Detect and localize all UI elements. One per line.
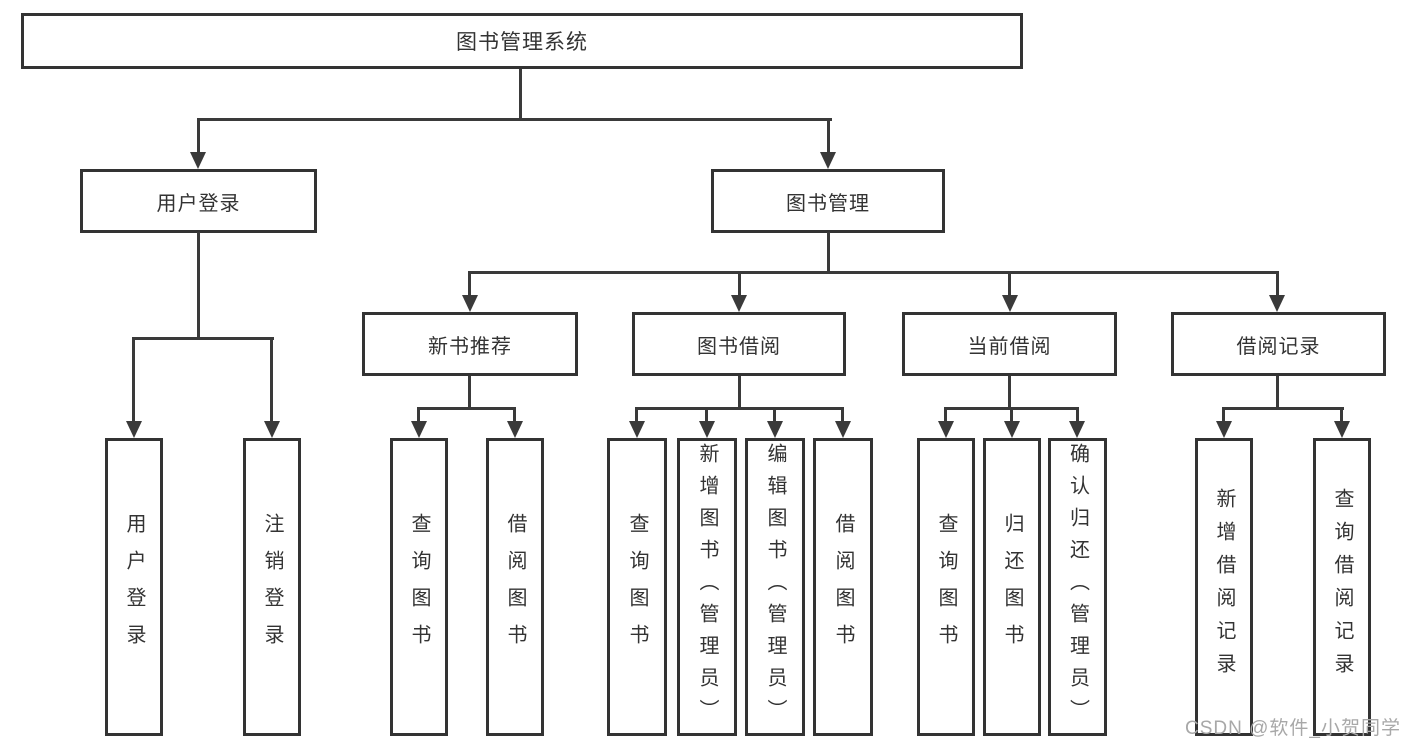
- connector-drop-leaf: [1010, 407, 1013, 423]
- arrow-down-icon: [1269, 295, 1285, 312]
- leaf-logout-login: 注销登录: [243, 438, 301, 736]
- arrow-down-icon: [629, 421, 645, 438]
- connector-stem: [468, 376, 471, 407]
- leaf-borrow-books-borrow: 借阅图书: [813, 438, 873, 736]
- node-borrowing-records: 借阅记录: [1171, 312, 1386, 376]
- arrow-down-icon: [1216, 421, 1232, 438]
- connector-drop-leaf: [841, 407, 844, 423]
- connector-branch: [635, 407, 844, 410]
- node-root: 图书管理系统: [21, 13, 1023, 69]
- connector-drop-level2: [1276, 271, 1279, 297]
- leaf-add-borrow-record: 新增借阅记录: [1195, 438, 1253, 736]
- watermark-text: CSDN @软件_小贺同学: [1185, 718, 1401, 739]
- arrow-down-icon: [190, 152, 206, 169]
- connector-drop-leaf: [1076, 407, 1079, 423]
- connector-drop-leaf: [773, 407, 776, 423]
- arrow-down-icon: [264, 421, 280, 438]
- connector-drop-leaf: [635, 407, 638, 423]
- connector-branch: [1222, 407, 1344, 410]
- leaf-return-books: 归还图书: [983, 438, 1041, 736]
- leaf-label: 查询图书: [408, 513, 430, 661]
- connector-drop-leaf: [1222, 407, 1225, 423]
- connector-drop-leaf: [944, 407, 947, 423]
- leaf-label: 新增借阅记录: [1213, 488, 1235, 686]
- leaf-borrow-books-recommend: 借阅图书: [486, 438, 544, 736]
- connector-drop-level2: [468, 271, 471, 297]
- connector-drop-leaf: [513, 407, 516, 423]
- arrow-down-icon: [1069, 421, 1085, 438]
- leaf-user-login: 用户登录: [105, 438, 163, 736]
- connector-book-management-stem: [827, 232, 830, 271]
- leaf-label: 新增图书（管理员）: [696, 443, 718, 731]
- leaf-label: 查询图书: [935, 513, 957, 661]
- leaf-label: 用户登录: [123, 513, 145, 661]
- leaf-label: 确认归还（管理员）: [1066, 443, 1089, 731]
- leaf-label: 注销登录: [261, 513, 283, 661]
- connector-drop-leaf: [132, 337, 135, 423]
- arrow-down-icon: [731, 295, 747, 312]
- arrow-down-icon: [411, 421, 427, 438]
- arrow-down-icon: [699, 421, 715, 438]
- leaf-label: 归还图书: [1001, 513, 1023, 661]
- arrow-down-icon: [1004, 421, 1020, 438]
- arrow-down-icon: [462, 295, 478, 312]
- arrow-down-icon: [835, 421, 851, 438]
- node-book-management: 图书管理: [711, 169, 945, 233]
- leaf-query-borrow-record: 查询借阅记录: [1313, 438, 1371, 736]
- leaf-query-books-current: 查询图书: [917, 438, 975, 736]
- arrow-down-icon: [820, 152, 836, 169]
- arrow-down-icon: [1334, 421, 1350, 438]
- arrow-down-icon: [507, 421, 523, 438]
- leaf-label: 查询图书: [626, 513, 648, 661]
- connector-drop-user-login: [197, 118, 200, 154]
- connector-drop-leaf: [417, 407, 420, 423]
- arrow-down-icon: [126, 421, 142, 438]
- leaf-label: 查询借阅记录: [1331, 488, 1353, 686]
- connector-book-management-branch: [468, 271, 1279, 274]
- connector-drop-book-management: [827, 118, 830, 154]
- leaf-label: 编辑图书（管理员）: [764, 443, 786, 731]
- connector-drop-level2: [738, 271, 741, 297]
- connector-root-branch: [197, 118, 832, 121]
- node-new-book-recommendation: 新书推荐: [362, 312, 578, 376]
- leaf-label: 借阅图书: [832, 513, 854, 661]
- connector-drop-leaf: [270, 337, 273, 423]
- connector-stem: [738, 376, 741, 407]
- connector-drop-level2: [1008, 271, 1011, 297]
- connector-user-login-stem: [197, 232, 200, 337]
- arrow-down-icon: [767, 421, 783, 438]
- node-user-login: 用户登录: [80, 169, 317, 233]
- connector-stem: [1276, 376, 1279, 407]
- arrow-down-icon: [1002, 295, 1018, 312]
- leaf-add-books-admin: 新增图书（管理员）: [677, 438, 737, 736]
- leaf-edit-books-admin: 编辑图书（管理员）: [745, 438, 805, 736]
- connector-user-login-branch: [132, 337, 274, 340]
- connector-drop-leaf: [705, 407, 708, 423]
- leaf-query-books-recommend: 查询图书: [390, 438, 448, 736]
- arrow-down-icon: [938, 421, 954, 438]
- connector-branch: [417, 407, 516, 410]
- connector-drop-leaf: [1340, 407, 1343, 423]
- leaf-confirm-return-admin: 确认归还（管理员）: [1048, 438, 1107, 736]
- connector-stem: [1008, 376, 1011, 407]
- connector-root-stem: [519, 69, 522, 118]
- node-current-borrowing: 当前借阅: [902, 312, 1117, 376]
- node-book-borrowing: 图书借阅: [632, 312, 846, 376]
- leaf-label: 借阅图书: [504, 513, 526, 661]
- leaf-query-books-borrow: 查询图书: [607, 438, 667, 736]
